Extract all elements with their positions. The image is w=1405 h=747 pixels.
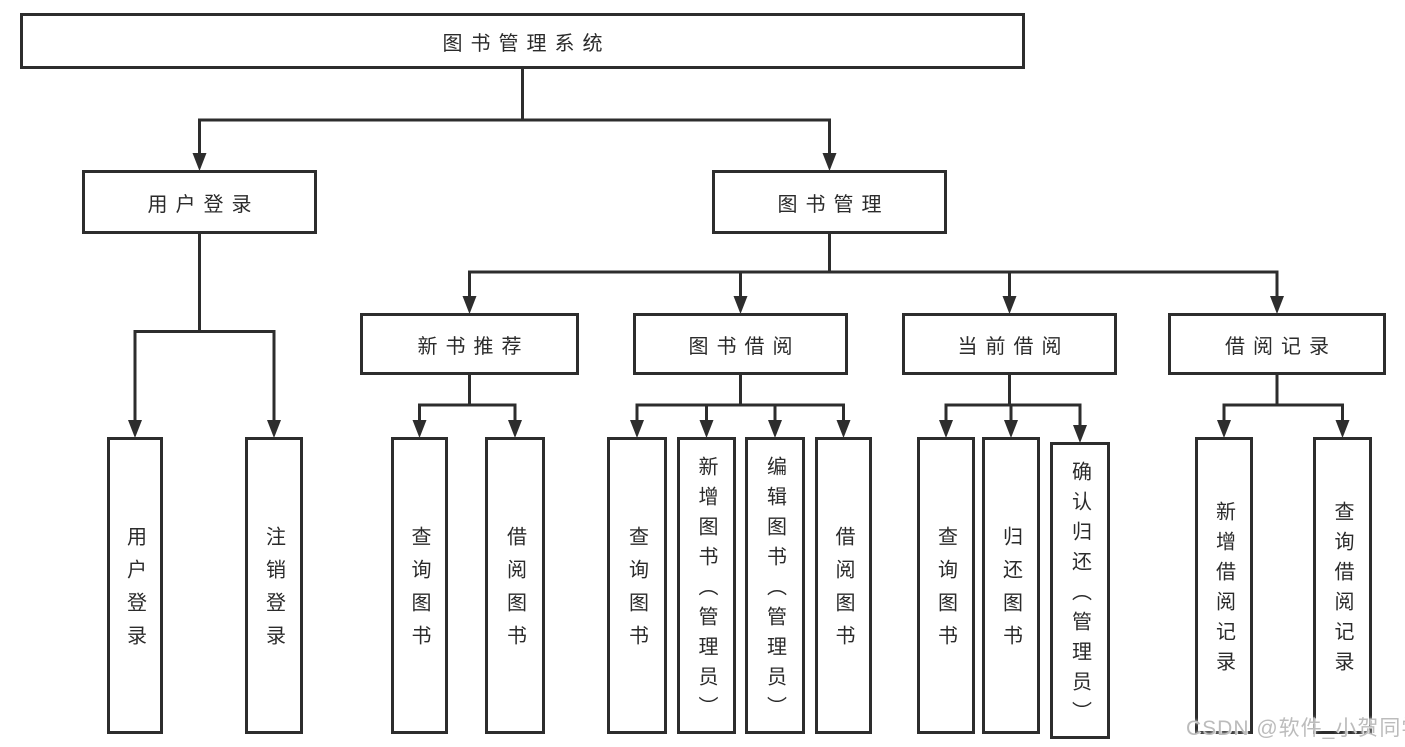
leaf-label: 借阅图书 (832, 526, 854, 658)
leaf-query-books-2: 查询图书 (607, 437, 667, 734)
connector-root (192, 69, 837, 171)
leaf-return-books: 归还图书 (982, 437, 1040, 734)
connector-current-borrow (939, 375, 1087, 443)
leaf-logout: 注销登录 (245, 437, 303, 734)
node-user-login: 用户登录 (82, 170, 317, 234)
connector-book-borrow (630, 375, 851, 438)
leaf-query-borrow-record: 查询借阅记录 (1313, 437, 1372, 734)
node-current-borrow: 当前借阅 (902, 313, 1117, 375)
connector-book-management (462, 233, 1284, 314)
leaf-user-login: 用户登录 (107, 437, 163, 734)
connector-new-book-recommend (412, 375, 522, 438)
node-label: 用户登录 (147, 193, 260, 216)
leaf-add-books-admin: 新增图书（管理员） (677, 437, 736, 734)
node-book-management: 图书管理 (712, 170, 947, 234)
connector-user-login (128, 234, 281, 438)
leaf-label: 查询图书 (625, 526, 648, 658)
node-label: 图书管理 (777, 193, 890, 216)
node-book-borrow: 图书借阅 (633, 313, 848, 375)
leaf-label: 查询图书 (934, 526, 957, 658)
leaf-label: 新增图书（管理员） (695, 455, 717, 726)
leaf-query-books-3: 查询图书 (917, 437, 975, 734)
leaf-label: 查询借阅记录 (1331, 500, 1353, 681)
leaf-label: 注销登录 (262, 526, 285, 658)
node-label: 借阅记录 (1225, 335, 1337, 358)
leaf-label: 编辑图书（管理员） (763, 455, 786, 726)
leaf-label: 借阅图书 (503, 526, 526, 658)
leaf-label: 用户登录 (123, 526, 146, 658)
node-library-management-system: 图书管理系统 (20, 13, 1025, 69)
node-borrow-records: 借阅记录 (1168, 313, 1386, 375)
leaf-add-borrow-record: 新增借阅记录 (1195, 437, 1253, 734)
leaf-label: 查询图书 (408, 526, 430, 658)
leaf-borrow-books-1: 借阅图书 (485, 437, 545, 734)
connector-borrow-records (1217, 375, 1350, 438)
node-label: 图书借阅 (688, 335, 801, 358)
node-label: 图书管理系统 (442, 32, 611, 55)
leaf-borrow-books-2: 借阅图书 (815, 437, 872, 734)
leaf-confirm-return-admin: 确认归还（管理员） (1050, 442, 1110, 739)
node-label: 当前借阅 (957, 335, 1070, 358)
node-label: 新书推荐 (417, 335, 530, 358)
leaf-query-books-1: 查询图书 (391, 437, 448, 734)
leaf-edit-books-admin: 编辑图书（管理员） (745, 437, 805, 734)
node-new-book-recommend: 新书推荐 (360, 313, 579, 375)
leaf-label: 确认归还（管理员） (1068, 460, 1091, 731)
watermark: CSDN @软件_小贺同学 (1186, 717, 1405, 740)
leaf-label: 新增借阅记录 (1212, 500, 1235, 681)
leaf-label: 归还图书 (999, 526, 1022, 658)
